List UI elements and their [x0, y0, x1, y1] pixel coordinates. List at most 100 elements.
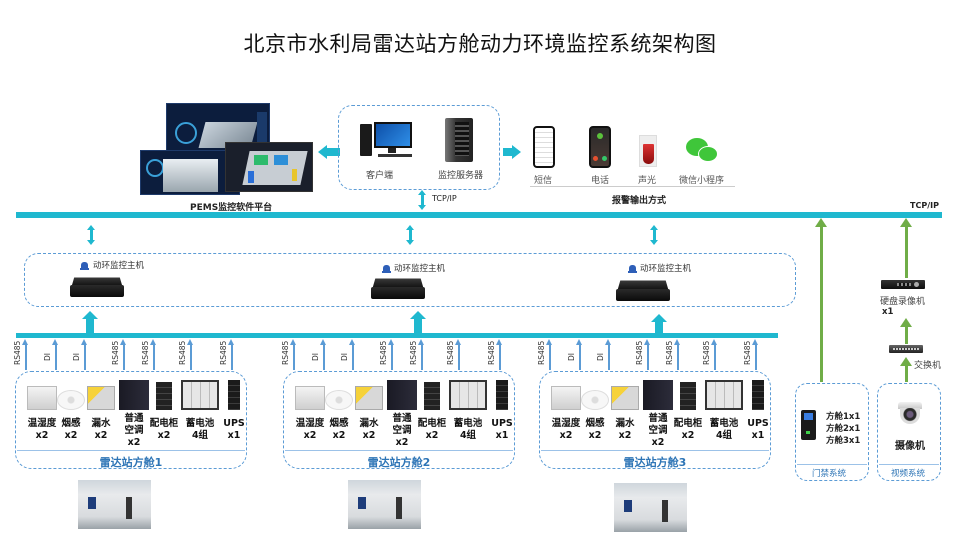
- host2-link-down: [406, 240, 414, 245]
- device-name: 配电柜: [673, 418, 703, 429]
- video-box-divider: [879, 464, 939, 465]
- protocol-label: DI: [311, 353, 320, 361]
- clients-tcp-label: TCP/IP: [432, 194, 457, 203]
- switch-link-arrowhead: [900, 318, 912, 327]
- protocol-arrowhead: [187, 339, 193, 345]
- nvr-link-arrowhead: [900, 218, 912, 227]
- protocol-label: RS485: [743, 340, 752, 365]
- protocol-arrowhead: [81, 339, 87, 345]
- power-cabinet-icon: [680, 382, 696, 410]
- water-leak-sensor-icon: [355, 386, 383, 410]
- water-leak-sensor-icon: [611, 386, 639, 410]
- tower-server-icon: [445, 118, 473, 162]
- host3-link-down: [650, 240, 658, 245]
- protocol-line: [190, 344, 192, 370]
- protocol-line: [84, 344, 86, 370]
- protocol-line: [323, 344, 325, 370]
- access-link-line: [819, 226, 823, 382]
- protocol-arrowhead: [576, 339, 582, 345]
- nvr-label: 硬盘录像机: [880, 297, 926, 307]
- device-name: 普通空调: [124, 413, 144, 436]
- host2-label: 动环监控主机: [394, 264, 446, 274]
- camera-link-line: [904, 365, 908, 382]
- bus-to-host2-arrow: [410, 311, 426, 333]
- phone-call-icon: [589, 126, 611, 168]
- host1-link-up: [87, 225, 95, 230]
- battery-bank-icon: [705, 380, 743, 410]
- cabin2-title: 雷达站方舱2: [367, 456, 431, 469]
- protocol-label: DI: [567, 353, 576, 361]
- device-name: 漏水: [359, 418, 379, 429]
- protocol-arrowhead: [644, 339, 650, 345]
- protocol-line: [458, 344, 460, 370]
- bus-to-host1-arrow: [82, 311, 98, 333]
- protocol-line: [25, 344, 27, 370]
- device-name: UPS: [491, 418, 513, 429]
- host2-device: [371, 278, 425, 299]
- protocol-label: RS485: [281, 340, 290, 365]
- protocol-arrowhead: [711, 339, 717, 345]
- device-quantity: x2: [35, 430, 49, 441]
- access-entry-1: 方舱1x1: [826, 412, 861, 422]
- device-quantity: 4组: [715, 430, 733, 441]
- host1-link-shaft: [89, 230, 93, 240]
- thermo-hygrometer-icon: [551, 386, 581, 410]
- device-name: 烟感: [329, 418, 349, 429]
- battery-bank-icon: [181, 380, 219, 410]
- ups-icon: [496, 380, 508, 410]
- device-quantity: x2: [94, 430, 108, 441]
- device-name: 蓄电池: [185, 418, 215, 429]
- camera-label: 摄像机: [895, 441, 925, 452]
- device-quantity: 4组: [459, 430, 477, 441]
- water-leak-sensor-icon: [87, 386, 115, 410]
- host3-device: [616, 280, 670, 301]
- cabin2-box: [283, 371, 515, 469]
- protocol-line: [608, 344, 610, 370]
- smoke-detector-icon: [325, 390, 353, 410]
- ups-icon: [228, 380, 240, 410]
- protocol-arrowhead: [752, 339, 758, 345]
- device-quantity: x2: [64, 430, 78, 441]
- pems-screen-right: [225, 142, 313, 192]
- protocol-label: RS485: [446, 340, 455, 365]
- thermo-hygrometer-icon: [295, 386, 325, 410]
- device-quantity: x2: [157, 430, 171, 441]
- ups-icon: [752, 380, 764, 410]
- device-quantity: x2: [425, 430, 439, 441]
- cabin3-title: 雷达站方舱3: [623, 456, 687, 469]
- nvr-link-line: [904, 226, 908, 278]
- protocol-label: RS485: [665, 340, 674, 365]
- wechat-icon: [686, 138, 718, 164]
- clients-tcp-arrow-down: [418, 205, 426, 210]
- cabin1-photo: [78, 480, 151, 529]
- battery-bank-icon: [449, 380, 487, 410]
- protocol-label: RS485: [141, 340, 150, 365]
- protocol-arrowhead: [388, 339, 394, 345]
- cabin2-divider: [285, 450, 513, 451]
- alarm-light-label: 声光: [638, 176, 657, 186]
- arrow-to-pems: [318, 145, 340, 159]
- protocol-label: RS485: [409, 340, 418, 365]
- smoke-detector-icon: [581, 390, 609, 410]
- device-quantity: x1: [227, 430, 241, 441]
- switch-label: 交换机: [914, 361, 942, 371]
- switch-link-line: [904, 326, 908, 344]
- device-quantity: 4组: [191, 430, 209, 441]
- arrow-to-alarms: [503, 145, 521, 159]
- protocol-label: DI: [43, 353, 52, 361]
- device-name: 温湿度: [295, 418, 325, 429]
- protocol-line: [153, 344, 155, 370]
- protocol-arrowhead: [546, 339, 552, 345]
- protocol-line: [123, 344, 125, 370]
- protocol-label: RS485: [702, 340, 711, 365]
- smoke-detector-icon: [57, 390, 85, 410]
- access-box-divider: [797, 464, 867, 465]
- device-name: 普通空调: [392, 413, 412, 436]
- cabin1-title: 雷达站方舱1: [99, 456, 163, 469]
- protocol-arrowhead: [290, 339, 296, 345]
- access-link-arrowhead: [815, 218, 827, 227]
- tcpip-bus-label: TCP/IP: [910, 201, 939, 210]
- cabin3-divider: [541, 450, 769, 451]
- protocol-arrowhead: [320, 339, 326, 345]
- protocol-arrowhead: [455, 339, 461, 345]
